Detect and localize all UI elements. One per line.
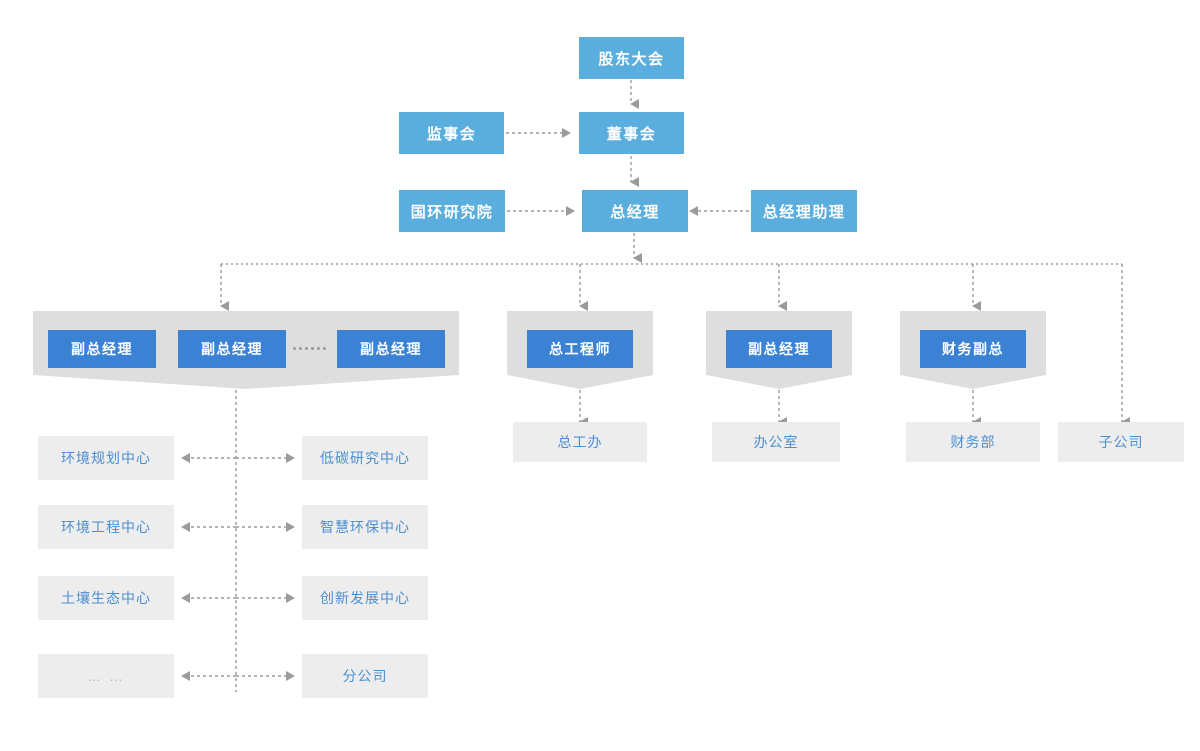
node-dept-left-more[interactable]: … … xyxy=(38,654,174,698)
node-label: 智慧环保中心 xyxy=(320,519,410,535)
node-vice-general-manager-1[interactable]: 副总经理 xyxy=(48,330,156,368)
node-finance-vp[interactable]: 财务副总 xyxy=(920,330,1026,368)
node-board-of-directors[interactable]: 董事会 xyxy=(579,112,684,154)
node-dept-low-carbon-research-center[interactable]: 低碳研究中心 xyxy=(302,436,428,480)
node-label: 总经理助理 xyxy=(762,203,846,221)
node-label: 副总经理 xyxy=(360,341,422,357)
node-dept-finance[interactable]: 财务部 xyxy=(906,422,1040,462)
node-shareholders-meeting[interactable]: 股东大会 xyxy=(579,37,684,79)
node-vice-general-manager-admin[interactable]: 副总经理 xyxy=(726,330,832,368)
node-label: 环境工程中心 xyxy=(61,519,151,535)
node-label: 股东大会 xyxy=(598,50,665,68)
node-label: 副总经理 xyxy=(748,341,810,357)
node-label: 财务部 xyxy=(950,434,996,450)
node-dept-branch-company[interactable]: 分公司 xyxy=(302,654,428,698)
node-label: 副总经理 xyxy=(71,341,133,357)
node-label: 总经理 xyxy=(610,203,660,221)
node-label: 副总经理 xyxy=(201,341,263,357)
vp-ellipsis-icon xyxy=(293,347,326,350)
node-label: 子公司 xyxy=(1098,434,1144,450)
node-label: 分公司 xyxy=(342,668,388,684)
node-chief-engineer[interactable]: 总工程师 xyxy=(527,330,633,368)
node-vice-general-manager-3[interactable]: 副总经理 xyxy=(337,330,445,368)
node-label: 国环研究院 xyxy=(410,203,494,221)
node-dept-chief-engineer-office[interactable]: 总工办 xyxy=(513,422,647,462)
node-gm-assistant[interactable]: 总经理助理 xyxy=(751,190,857,232)
node-research-institute[interactable]: 国环研究院 xyxy=(399,190,505,232)
node-dept-innovation-development-center[interactable]: 创新发展中心 xyxy=(302,576,428,620)
node-label: 低碳研究中心 xyxy=(320,450,410,466)
node-label: 创新发展中心 xyxy=(320,590,410,606)
node-board-of-supervisors[interactable]: 监事会 xyxy=(399,112,504,154)
node-dept-subsidiary[interactable]: 子公司 xyxy=(1058,422,1184,462)
node-general-manager[interactable]: 总经理 xyxy=(582,190,688,232)
node-label: 董事会 xyxy=(606,125,657,143)
node-dept-administration-office[interactable]: 办公室 xyxy=(712,422,840,462)
node-dept-environment-planning-center[interactable]: 环境规划中心 xyxy=(38,436,174,480)
node-label: 监事会 xyxy=(426,125,477,143)
node-label: 环境规划中心 xyxy=(61,450,151,466)
node-label: 财务副总 xyxy=(942,341,1004,357)
node-dept-soil-ecology-center[interactable]: 土壤生态中心 xyxy=(38,576,174,620)
node-label: 总工办 xyxy=(557,434,603,450)
node-label: … … xyxy=(87,668,125,684)
node-vice-general-manager-2[interactable]: 副总经理 xyxy=(178,330,286,368)
node-dept-smart-environmental-center[interactable]: 智慧环保中心 xyxy=(302,505,428,549)
node-dept-environment-engineering-center[interactable]: 环境工程中心 xyxy=(38,505,174,549)
node-label: 总工程师 xyxy=(549,341,611,357)
node-label: 土壤生态中心 xyxy=(61,590,151,606)
node-label: 办公室 xyxy=(753,434,799,450)
